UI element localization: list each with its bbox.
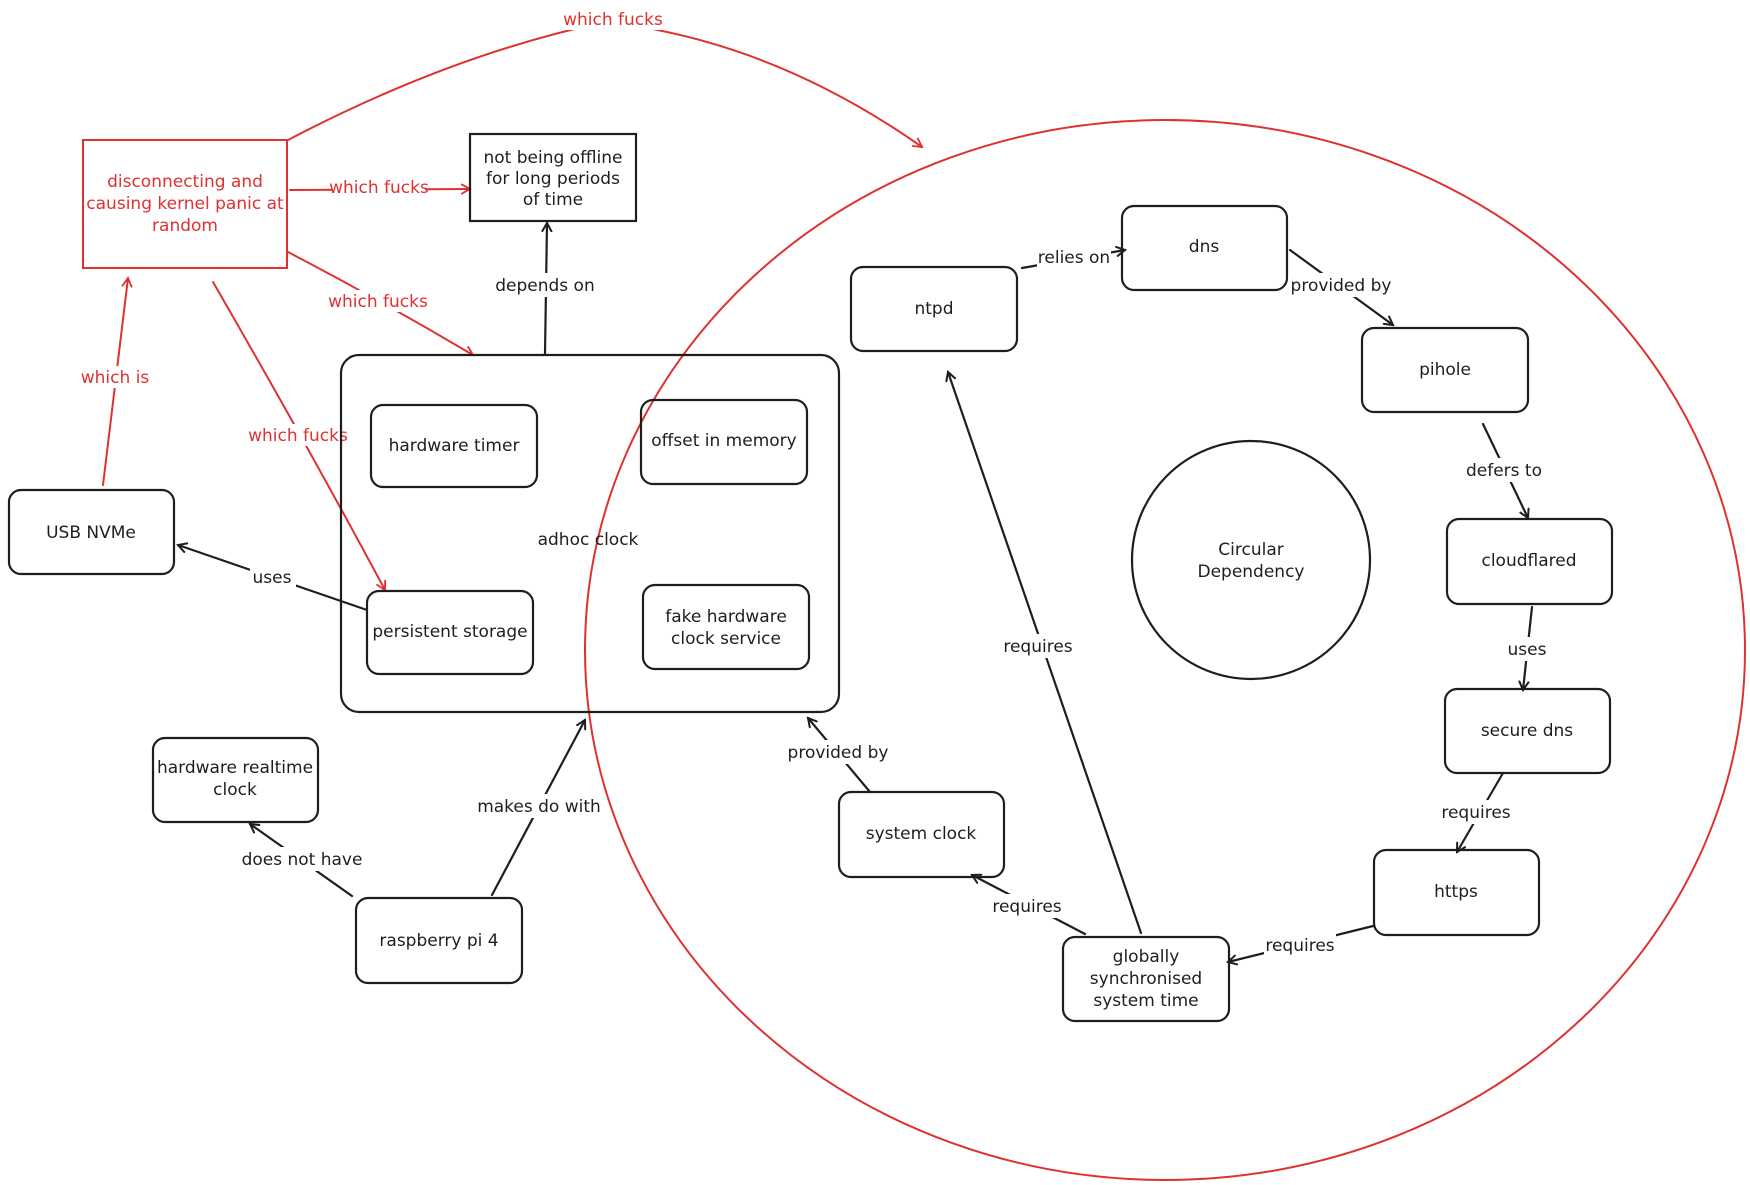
node-ntpd: ntpd <box>849 265 1019 353</box>
label-which-fucks-offline: which fucks <box>329 178 429 198</box>
svg-text:https: https <box>1434 882 1478 902</box>
node-adhoc-clock: adhoc clock <box>339 353 841 714</box>
node-usb-nvme: USB NVMe <box>7 488 176 576</box>
label-does-not-have: does not have <box>242 850 363 870</box>
svg-text:causing kernel panic at: causing kernel panic at <box>86 194 284 214</box>
svg-text:Dependency: Dependency <box>1197 562 1304 582</box>
svg-text:fake hardware: fake hardware <box>665 607 787 627</box>
label-provided-by-pihole: provided by <box>1291 276 1392 296</box>
label-requires-sysclock: requires <box>992 897 1061 917</box>
svg-text:ntpd: ntpd <box>914 299 953 319</box>
node-global-time: globally synchronised system time <box>1061 935 1231 1023</box>
label-requires-https: requires <box>1441 803 1510 823</box>
node-not-offline: not being offline for long periods of ti… <box>468 132 638 223</box>
label-relies-on: relies on <box>1038 248 1110 268</box>
node-persistent-storage: persistent storage <box>365 589 535 676</box>
svg-text:Circular: Circular <box>1218 540 1283 560</box>
label-requires-ntpd: requires <box>1003 637 1072 657</box>
label-uses-nvme: uses <box>253 568 292 588</box>
node-hardware-rtc: hardware realtime clock <box>151 736 320 824</box>
svg-text:secure dns: secure dns <box>1481 721 1573 741</box>
label-provided-by-sysclock: provided by <box>788 743 889 763</box>
svg-text:clock service: clock service <box>671 629 781 649</box>
label-which-fucks-storage: which fucks <box>248 426 348 446</box>
svg-text:offset in memory: offset in memory <box>651 431 796 451</box>
svg-text:globally: globally <box>1113 947 1180 967</box>
svg-text:hardware timer: hardware timer <box>389 436 520 456</box>
node-raspberry-pi: raspberry pi 4 <box>354 896 524 985</box>
svg-text:not being offline: not being offline <box>484 148 623 168</box>
label-makes-do-with: makes do with <box>477 797 601 817</box>
label-which-fucks-adhoc: which fucks <box>328 292 428 312</box>
svg-text:raspberry pi 4: raspberry pi 4 <box>379 931 498 951</box>
svg-text:of time: of time <box>523 190 583 210</box>
svg-text:hardware realtime: hardware realtime <box>157 758 313 778</box>
svg-text:pihole: pihole <box>1419 360 1471 380</box>
red-arrow-which-fucks-circle <box>287 20 922 147</box>
node-disconnecting: disconnecting and causing kernel panic a… <box>82 139 288 269</box>
svg-text:adhoc clock: adhoc clock <box>538 530 639 550</box>
label-which-fucks-circle: which fucks <box>563 10 663 30</box>
edge-labels: depends on uses makes do with does not h… <box>80 8 1549 957</box>
node-pihole: pihole <box>1360 326 1530 414</box>
label-depends-on: depends on <box>495 276 595 296</box>
node-cloudflared: cloudflared <box>1445 517 1614 606</box>
node-system-clock: system clock <box>837 790 1006 879</box>
svg-text:synchronised: synchronised <box>1090 969 1202 989</box>
node-offset-in-memory: offset in memory <box>639 398 809 486</box>
node-hardware-timer: hardware timer <box>369 403 539 489</box>
label-uses-secure: uses <box>1508 640 1547 660</box>
node-fake-hwclock: fake hardware clock service <box>641 583 811 671</box>
circular-dependency-boundary <box>584 119 1746 1181</box>
node-circular-dependency: Circular Dependency <box>1130 439 1372 681</box>
node-dns: dns <box>1120 204 1289 292</box>
node-https: https <box>1372 848 1541 937</box>
svg-text:random: random <box>152 216 218 236</box>
label-requires-global: requires <box>1265 936 1334 956</box>
svg-text:system clock: system clock <box>866 824 977 844</box>
svg-text:persistent storage: persistent storage <box>372 622 527 642</box>
svg-text:clock: clock <box>213 780 257 800</box>
label-defers-to: defers to <box>1466 461 1542 481</box>
label-which-is: which is <box>81 368 150 388</box>
node-secure-dns: secure dns <box>1443 687 1612 775</box>
svg-text:system time: system time <box>1093 991 1198 1011</box>
svg-text:USB NVMe: USB NVMe <box>46 523 136 543</box>
svg-text:for long periods: for long periods <box>486 169 620 189</box>
svg-text:cloudflared: cloudflared <box>1481 551 1576 571</box>
svg-text:disconnecting and: disconnecting and <box>107 172 263 192</box>
svg-text:dns: dns <box>1189 237 1220 257</box>
